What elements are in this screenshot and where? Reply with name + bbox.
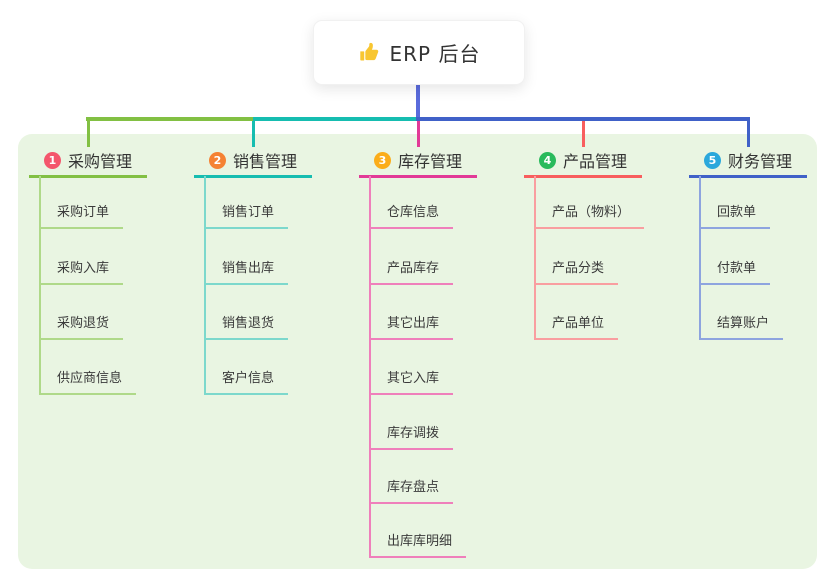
branch-node-product[interactable]: 4 产品管理: [524, 145, 642, 178]
branch-spine: [369, 176, 371, 558]
child-node[interactable]: 销售订单: [204, 202, 289, 229]
child-node[interactable]: 其它出库: [369, 313, 454, 340]
child-node[interactable]: 库存调拨: [369, 423, 454, 450]
child-node[interactable]: 销售退货: [204, 313, 289, 340]
branch-spine: [204, 176, 206, 395]
branch-badge: 3: [373, 151, 391, 169]
branch-node-inventory[interactable]: 3 库存管理: [359, 145, 477, 178]
branch-spine: [699, 176, 701, 340]
branch-spine: [39, 176, 41, 395]
branch-badge: 4: [538, 151, 556, 169]
branch-node-finance[interactable]: 5 财务管理: [689, 145, 807, 178]
child-node[interactable]: 出库库明细: [369, 531, 467, 558]
branch-label: 采购管理: [67, 152, 132, 171]
branch-label: 产品管理: [562, 152, 627, 171]
child-node[interactable]: 销售出库: [204, 258, 289, 285]
child-node[interactable]: 产品（物料）: [534, 202, 645, 229]
branch-label: 财务管理: [727, 152, 792, 171]
connector-branch-drop-4: [582, 121, 585, 147]
connector-root-drop: [416, 83, 420, 121]
branch-label: 库存管理: [397, 152, 462, 171]
connector-branch-drop-2: [252, 121, 255, 147]
connector-branch-drop-1: [87, 121, 90, 147]
connector-branch-drop-5: [747, 121, 750, 147]
child-node[interactable]: 结算账户: [699, 313, 784, 340]
root-title: ERP 后台: [389, 42, 481, 66]
connector-branch-drop-3: [417, 121, 420, 147]
root-node[interactable]: ERP 后台: [313, 20, 525, 85]
child-node[interactable]: 采购订单: [39, 202, 124, 229]
branch-badge: 5: [703, 151, 721, 169]
branch-node-sales[interactable]: 2 销售管理: [194, 145, 312, 178]
connector-h-right: [416, 117, 750, 121]
child-node[interactable]: 付款单: [699, 258, 771, 285]
branch-node-purchase[interactable]: 1 采购管理: [29, 145, 147, 178]
thumbs-up-icon: [358, 42, 380, 64]
child-node[interactable]: 库存盘点: [369, 477, 454, 504]
child-node[interactable]: 产品分类: [534, 258, 619, 285]
branches-panel: [18, 134, 817, 569]
child-node[interactable]: 其它入库: [369, 368, 454, 395]
child-node[interactable]: 采购入库: [39, 258, 124, 285]
branch-badge: 2: [208, 151, 226, 169]
child-node[interactable]: 产品库存: [369, 258, 454, 285]
branch-spine: [534, 176, 536, 340]
child-node[interactable]: 仓库信息: [369, 202, 454, 229]
child-node[interactable]: 供应商信息: [39, 368, 137, 395]
child-node[interactable]: 客户信息: [204, 368, 289, 395]
branch-badge: 1: [43, 151, 61, 169]
connector-h-left: [86, 117, 255, 121]
child-node[interactable]: 采购退货: [39, 313, 124, 340]
branch-label: 销售管理: [232, 152, 297, 171]
connector-h-mid: [253, 117, 420, 121]
child-node[interactable]: 回款单: [699, 202, 771, 229]
child-node[interactable]: 产品单位: [534, 313, 619, 340]
